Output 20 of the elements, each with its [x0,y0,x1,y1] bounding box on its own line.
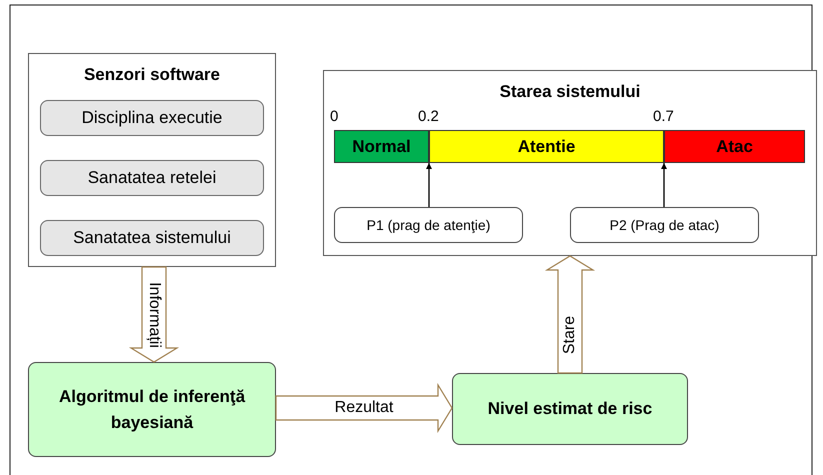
scale-segment: Atentie [429,130,664,163]
scale-value: 0.2 [418,108,439,125]
scale-segment: Normal [334,130,429,163]
scale-value: 0.7 [653,108,674,125]
arrow [426,163,432,207]
panel-title: Starea sistemului [498,81,642,103]
edge-label: Informații [145,280,163,348]
scale-value: 0 [330,108,338,125]
rounded-box: Disciplina executie [40,100,264,136]
process-box: Algoritmul de inferenţă bayesiană [28,362,276,457]
panel-title: Senzori software [82,64,222,86]
threshold-box: P2 (Prag de atac) [570,207,759,243]
arrow [661,163,667,207]
panel-box [28,53,276,267]
process-box: Nivel estimat de risc [452,373,688,445]
scale-segment: Atac [664,130,805,163]
threshold-box: P1 (prag de atenţie) [334,207,523,243]
panel-box [323,70,817,256]
rounded-box: Sanatatea sistemului [40,220,264,256]
rounded-box: Sanatatea retelei [40,160,264,196]
